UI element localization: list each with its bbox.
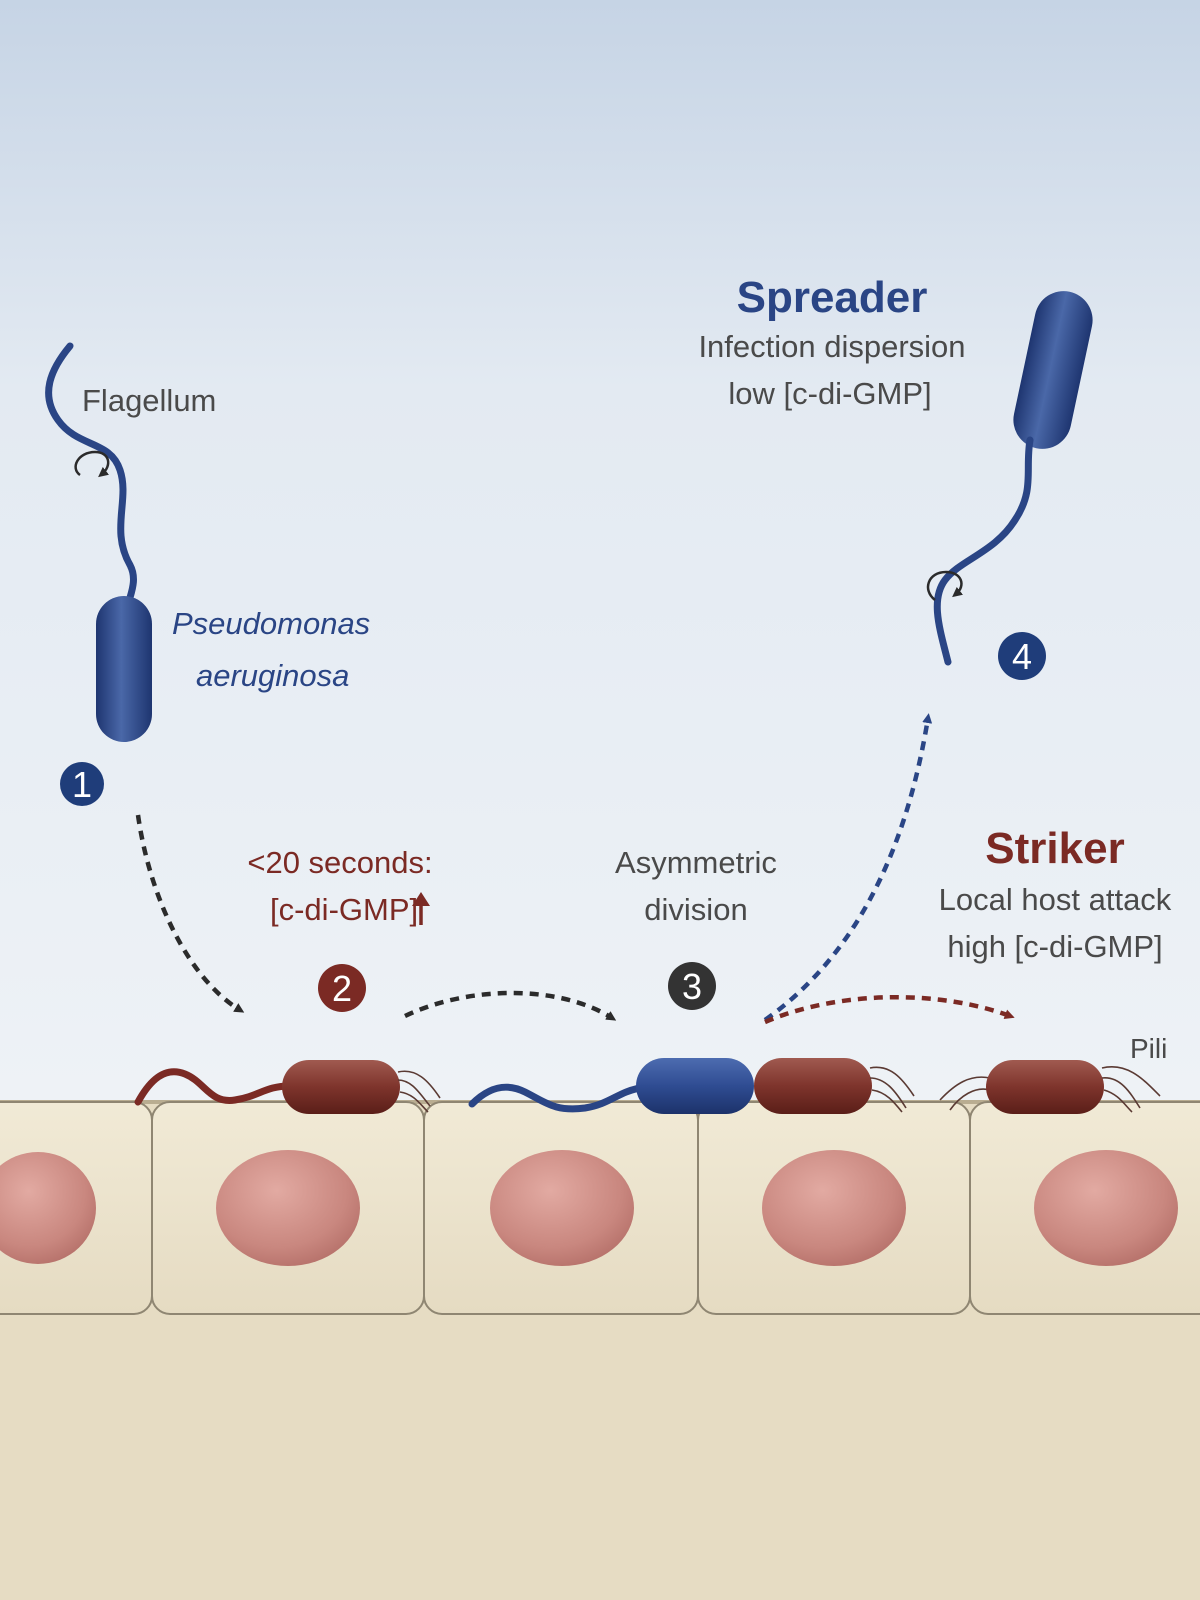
flagellum xyxy=(933,436,1034,666)
cell-nucleus xyxy=(490,1150,634,1266)
spreader-desc-line2: low [c-di-GMP] xyxy=(728,376,931,411)
flagellum xyxy=(468,1083,644,1113)
cell-body xyxy=(282,1060,400,1114)
rotation-arrow-icon xyxy=(926,570,964,601)
step2-timing-label: <20 seconds: xyxy=(247,845,432,880)
pili-label: Pili xyxy=(1130,1033,1167,1064)
pili xyxy=(871,1089,903,1113)
striker-daughter-cell xyxy=(754,1058,872,1114)
step-number: 4 xyxy=(1012,636,1032,677)
species-name-line2: aeruginosa xyxy=(196,658,349,693)
pili xyxy=(869,1077,907,1109)
step-number: 2 xyxy=(332,968,352,1009)
spreader-desc-line1: Infection dispersion xyxy=(698,329,965,364)
pili xyxy=(397,1079,431,1107)
bacterium-attached-2 xyxy=(134,1060,441,1114)
bacterium-spreader-4 xyxy=(926,291,1093,666)
cell-body xyxy=(96,596,152,742)
pili xyxy=(1101,1066,1161,1097)
step2-level-label: [c-di-GMP] xyxy=(270,892,418,927)
striker-desc-line1: Local host attack xyxy=(939,882,1172,917)
pili xyxy=(399,1091,429,1113)
cell-nucleus xyxy=(762,1150,906,1266)
step-number: 1 xyxy=(72,764,92,805)
step-badge-3: 3 xyxy=(668,962,716,1010)
flagellum xyxy=(45,342,137,609)
bacterium-striker xyxy=(939,1060,1161,1114)
arrow-step1-to-step2 xyxy=(135,814,245,1013)
step-number: 3 xyxy=(682,966,702,1007)
sky-background xyxy=(0,0,1200,1110)
host-cell-row xyxy=(0,1101,1200,1315)
cell-body xyxy=(986,1060,1104,1114)
up-arrow-icon xyxy=(412,892,430,925)
flagellum xyxy=(134,1068,294,1106)
spreader-title: Spreader xyxy=(737,273,928,322)
rotation-arrow-icon xyxy=(74,450,110,478)
striker-desc-line2: high [c-di-GMP] xyxy=(947,929,1162,964)
bacterium-dividing-3 xyxy=(468,1058,915,1114)
step-badge-2: 2 xyxy=(318,964,366,1012)
arrow-step3-to-spreader xyxy=(763,713,933,1022)
pili xyxy=(869,1066,915,1097)
striker-title: Striker xyxy=(985,824,1124,873)
bacterium-swimming-1 xyxy=(45,342,152,742)
spreader-daughter-cell xyxy=(636,1058,754,1114)
cell-nucleus xyxy=(216,1150,360,1266)
species-name-line1: Pseudomonas xyxy=(172,606,370,641)
pili xyxy=(939,1076,991,1101)
pili xyxy=(1103,1089,1133,1113)
pili xyxy=(1101,1077,1141,1109)
step3-label-line1: Asymmetric xyxy=(615,845,777,880)
cell-body xyxy=(1013,291,1093,449)
cell-nucleus xyxy=(1034,1150,1178,1266)
step3-label-line2: division xyxy=(644,892,747,927)
flagellum-label: Flagellum xyxy=(82,383,216,418)
cell-nucleus xyxy=(0,1152,96,1264)
step-badge-4: 4 xyxy=(998,632,1046,680)
pili xyxy=(397,1070,441,1099)
step-badge-1: 1 xyxy=(60,762,104,806)
